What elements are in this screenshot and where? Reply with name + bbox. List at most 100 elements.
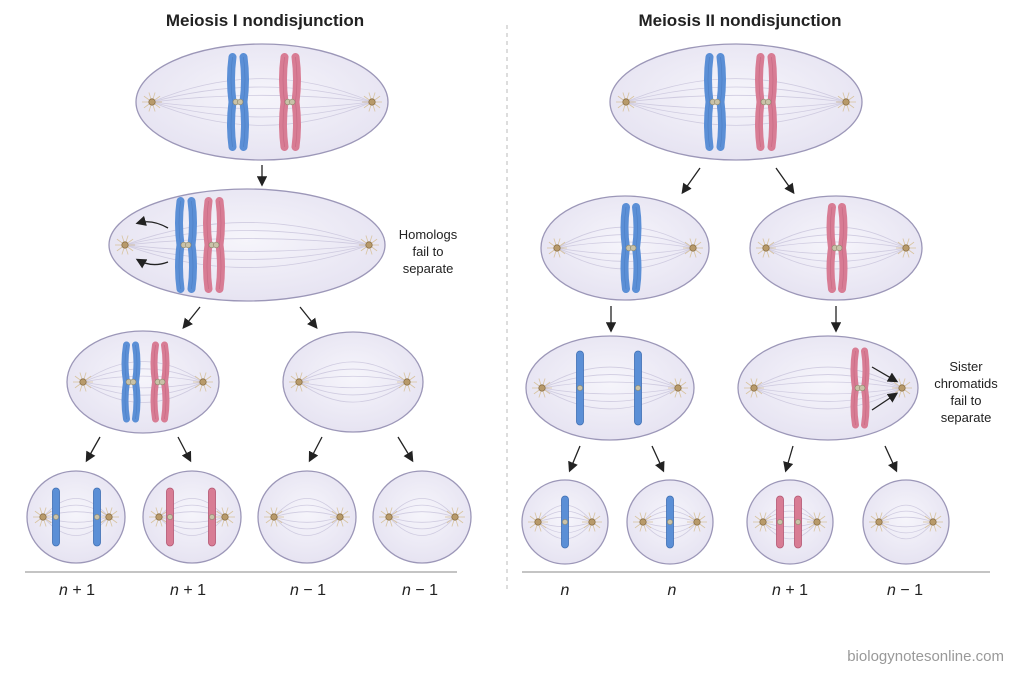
chromatid-outline [771,56,774,148]
annotation-arrow [871,366,899,383]
centromere [94,514,100,520]
spindle-fiber [753,374,903,389]
centrosome [99,507,119,527]
centrosome-dot [336,513,344,521]
m1-daughter-right [282,331,424,433]
spindle-fiber [753,387,903,395]
arrow [568,445,581,473]
centrosome-dot [929,518,937,526]
spindle-fiber [42,504,110,518]
centrosome [753,512,773,532]
spindle-fiber [158,516,226,536]
spindle-fiber [541,374,679,389]
chromatid-outline [282,56,285,148]
spindle-fiber [765,226,907,249]
centrosome [683,238,703,258]
spindle-fiber [124,230,370,246]
outcome-label-3: n − 1 [268,582,348,600]
spindle-fiber [158,511,226,518]
spindle-fibers [273,498,341,536]
spindle-fiber [765,247,907,270]
meiosis2-title: Meiosis II nondisjunction [638,11,842,30]
centrosome-dot [270,513,278,521]
m2-parent-cell [609,43,863,161]
cell-membrane [66,330,220,434]
m1-anaphase-cell [108,188,386,302]
chromatid-outline [720,56,723,148]
spindle-fiber [765,247,907,255]
cell-membrane [257,470,357,564]
spindle-fiber [298,381,408,396]
centrosome-dot [588,518,596,526]
spindle-fiber [388,504,456,518]
m2-gamete-1 [521,479,609,565]
spindle-fiber [151,94,373,103]
pink-chromosome [166,487,174,547]
centrosome [582,512,602,532]
spindle-fiber [765,247,907,262]
spindle-fiber [158,516,226,530]
centrosome-dot [221,513,229,521]
chromatid-outline [230,56,233,148]
m2-gamete-2 [626,479,714,565]
outcome-n: n [401,582,411,599]
centromere [289,98,296,106]
centrosome [149,507,169,527]
spindle-fiber [625,101,847,118]
pink-chromosome [826,203,848,293]
spindle-fiber [878,516,934,523]
centrosome [445,507,465,527]
centrosome [379,507,399,527]
spindle-fiber [42,516,110,536]
centrosome [807,512,827,532]
spindle-fiber [541,366,679,389]
m1-gamete-3 [257,470,357,564]
centrosome [633,512,653,532]
centrosome-dot [79,378,87,386]
spindle-fiber [42,516,110,530]
annotation-line: separate [940,410,992,425]
outcome-label-4: n − 1 [380,582,460,600]
centromere [667,519,673,525]
centromere [777,519,783,525]
centrosome [359,235,379,255]
spindle-fiber [878,521,934,540]
centromere [130,378,137,386]
cell-membrane [525,335,695,441]
centrosome-dot [39,513,47,521]
centromere [562,519,568,525]
spindle-fiber [151,78,373,103]
spindle-fiber [298,381,408,403]
centrosome-dot [750,384,758,392]
centrosome-dot [538,384,546,392]
arrow [681,167,701,195]
centromere [635,385,641,391]
blue-chromosome [576,350,584,426]
centrosome-dot [295,378,303,386]
annotation-arrow [871,392,899,411]
cell-membrane [746,479,834,565]
arrow [85,436,101,463]
centrosome [215,507,235,527]
spindle-fiber [541,381,679,389]
centrosome [547,238,567,258]
outcome-label-5: n [525,582,605,600]
centromere [209,514,215,520]
spindle-fibers [42,498,110,536]
centromere [714,98,721,106]
m1-gamete-4 [372,470,472,564]
centrosome-dot [898,384,906,392]
centrosome-dot [365,241,373,249]
pink-chromosome [208,487,216,547]
arrow [308,436,323,463]
spindle-fibers [388,498,456,536]
pink-chromosome [794,495,802,549]
spindle-fiber [625,86,847,103]
m2-anaphase-left [525,335,695,441]
blue-chromosome [704,53,726,151]
centrosome [397,372,417,392]
chromatid-outline [758,56,761,148]
centrosome [264,507,284,527]
centromere [53,514,59,520]
annotation-line: chromatids [934,376,998,391]
